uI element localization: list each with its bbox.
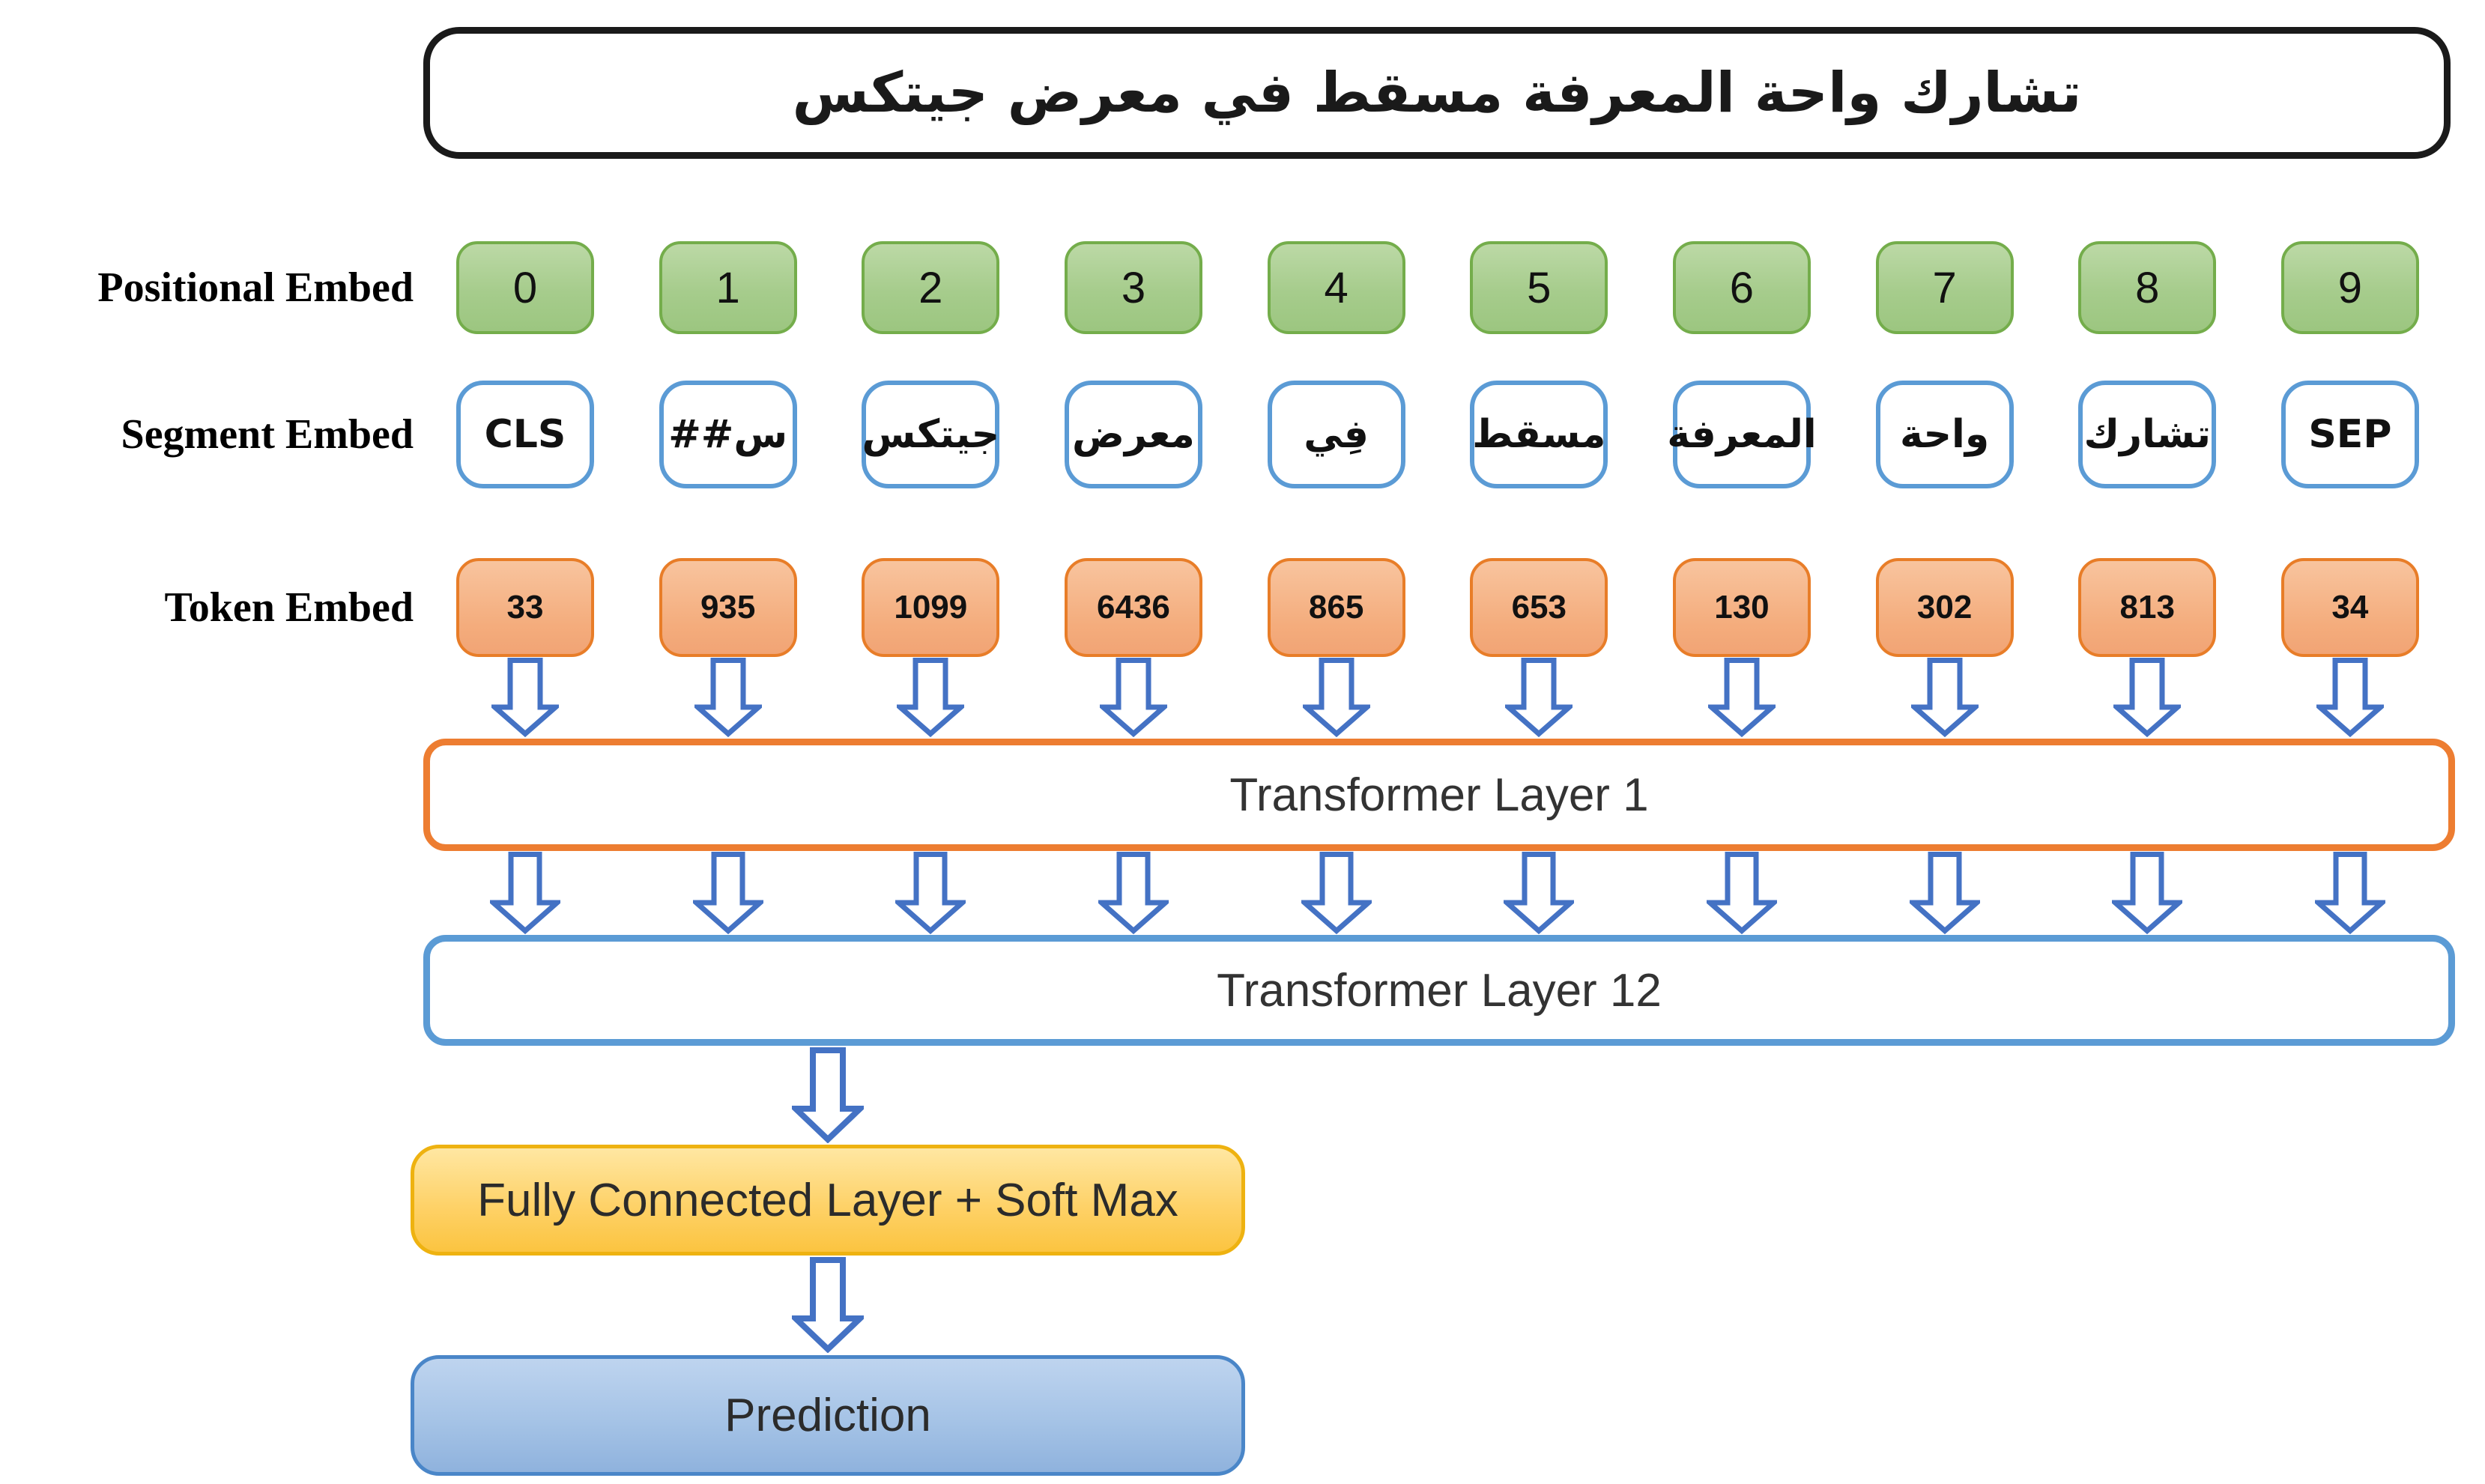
down-arrow-icon xyxy=(1673,657,1811,737)
positional-box: 9 xyxy=(2280,241,2419,334)
positional-box: 3 xyxy=(1064,241,1202,334)
token-id-box: 813 xyxy=(2078,558,2217,657)
segment-token-box: المعرفة xyxy=(1667,381,1817,488)
fully-connected-softmax-label: Fully Connected Layer + Soft Max xyxy=(477,1174,1178,1226)
segment-embed-label: Segment Embed xyxy=(121,411,414,458)
down-arrow-icon xyxy=(792,1047,864,1143)
positional-embed-label: Positional Embed xyxy=(97,264,414,311)
segment-token-box: واحة xyxy=(1875,381,2014,488)
token-id-box: 865 xyxy=(1267,558,1405,657)
segment-token-box: ##س xyxy=(659,381,797,488)
segment-embed-row: CLS ##س جيتكس معرض فِي مسقط المعرفة واحة تشارك SE… xyxy=(456,381,2419,488)
arrows-token-to-layer1 xyxy=(456,657,2419,737)
transformer-layer-1-box: Transformer Layer 1 xyxy=(423,739,2455,851)
segment-token-box: CLS xyxy=(456,381,594,488)
positional-box: 8 xyxy=(2078,241,2217,334)
arrow-layer12-to-fc xyxy=(792,1047,864,1143)
down-arrow-icon xyxy=(2281,851,2419,934)
prediction-box: Prediction xyxy=(411,1355,1245,1476)
down-arrow-icon xyxy=(1876,657,2014,737)
down-arrow-icon xyxy=(1065,851,1202,934)
prediction-label: Prediction xyxy=(724,1390,931,1441)
positional-box: 6 xyxy=(1672,241,1811,334)
positional-box: 7 xyxy=(1875,241,2014,334)
token-id-box: 1099 xyxy=(862,558,1000,657)
segment-token-box: معرض xyxy=(1064,381,1202,488)
down-arrow-icon xyxy=(2281,657,2419,737)
down-arrow-icon xyxy=(862,851,999,934)
down-arrow-icon xyxy=(1673,851,1811,934)
down-arrow-icon xyxy=(1268,657,1405,737)
token-id-box: 6436 xyxy=(1064,558,1202,657)
positional-box: 1 xyxy=(659,241,797,334)
transformer-layer-1-label: Transformer Layer 1 xyxy=(1229,769,1649,821)
down-arrow-icon xyxy=(1268,851,1405,934)
token-id-box: 653 xyxy=(1470,558,1608,657)
arrows-layer1-to-layer12 xyxy=(456,851,2419,934)
down-arrow-icon xyxy=(2078,657,2216,737)
down-arrow-icon xyxy=(1470,851,1608,934)
fully-connected-softmax-box: Fully Connected Layer + Soft Max xyxy=(411,1145,1245,1256)
token-id-box: 34 xyxy=(2280,558,2419,657)
down-arrow-icon xyxy=(862,657,999,737)
positional-box: 2 xyxy=(862,241,1000,334)
arrow-fc-to-prediction xyxy=(792,1256,864,1353)
down-arrow-icon xyxy=(1065,657,1202,737)
positional-box: 5 xyxy=(1470,241,1608,334)
down-arrow-icon xyxy=(2078,851,2216,934)
positional-box: 4 xyxy=(1267,241,1405,334)
down-arrow-icon xyxy=(792,1256,864,1353)
transformer-layer-12-box: Transformer Layer 12 xyxy=(423,935,2455,1046)
down-arrow-icon xyxy=(456,657,594,737)
segment-token-box: جيتكس xyxy=(862,381,1000,488)
down-arrow-icon xyxy=(659,851,797,934)
positional-box: 0 xyxy=(456,241,594,334)
token-id-box: 130 xyxy=(1672,558,1811,657)
segment-token-box: تشارك xyxy=(2078,381,2217,488)
down-arrow-icon xyxy=(456,851,594,934)
segment-token-box: مسقط xyxy=(1470,381,1608,488)
token-embed-label: Token Embed xyxy=(164,584,414,631)
token-id-box: 33 xyxy=(456,558,594,657)
down-arrow-icon xyxy=(1470,657,1608,737)
token-embed-row: 33 935 1099 6436 865 653 130 302 813 34 xyxy=(456,558,2419,657)
token-id-box: 302 xyxy=(1875,558,2014,657)
token-id-box: 935 xyxy=(659,558,797,657)
segment-token-box: فِي xyxy=(1267,381,1405,488)
segment-token-box: SEP xyxy=(2280,381,2419,488)
input-sentence-box: تشارك واحة المعرفة مسقط في معرض جيتكس xyxy=(423,27,2451,159)
input-sentence-text: تشارك واحة المعرفة مسقط في معرض جيتكس xyxy=(792,61,2082,125)
transformer-layer-12-label: Transformer Layer 12 xyxy=(1217,964,1662,1017)
down-arrow-icon xyxy=(1876,851,2014,934)
down-arrow-icon xyxy=(659,657,797,737)
